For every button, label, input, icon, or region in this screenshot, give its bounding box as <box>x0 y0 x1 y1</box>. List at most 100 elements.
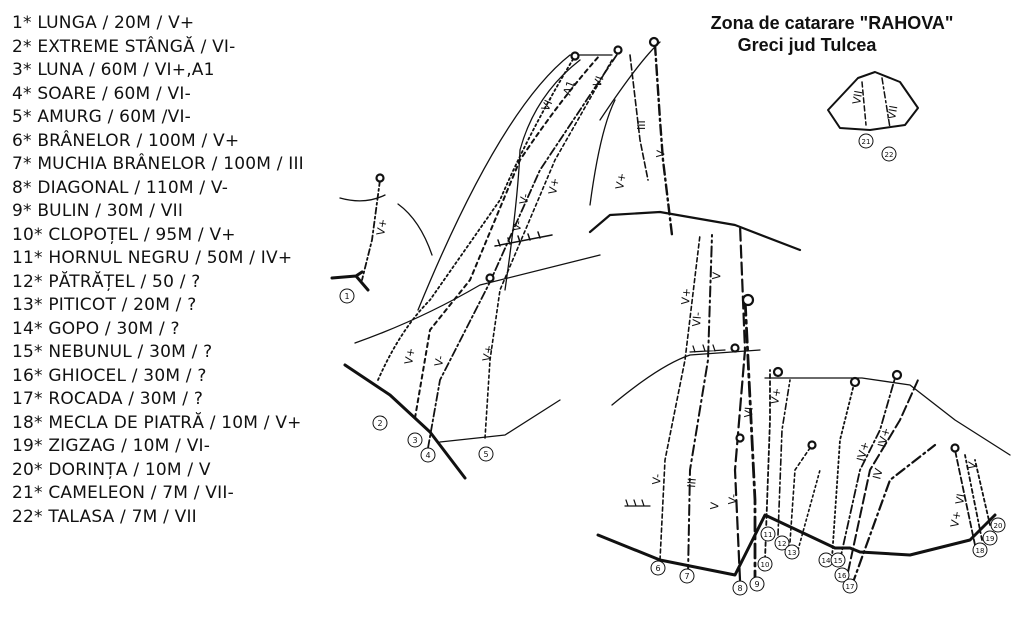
grade-label: V+ <box>948 510 964 529</box>
route-19-line <box>964 454 983 541</box>
anchor-ring <box>950 443 960 453</box>
route-10-line <box>764 369 771 561</box>
route-1-line <box>361 179 381 281</box>
ledge-hatch-2 <box>624 499 651 507</box>
marker-number: 7 <box>684 572 689 581</box>
marker-circle <box>760 526 776 542</box>
marker-circle <box>420 447 436 463</box>
grade-label: IV <box>870 467 885 481</box>
route-main-top-a <box>653 43 674 237</box>
route-marker-16: 16 <box>834 567 850 583</box>
route-list-item: 10* CLOPOȚEL / 95M / V+ <box>12 224 236 245</box>
grade-label: V- <box>432 355 447 368</box>
boulder-outline <box>827 71 919 131</box>
route-list-item: 4* SOARE / 60M / VI- <box>12 83 191 104</box>
grade-label: VI <box>591 74 607 89</box>
marker-number: 22 <box>885 151 894 159</box>
grade-label: V <box>654 149 668 158</box>
anchor-ring <box>648 36 660 48</box>
marker-number: 13 <box>788 549 797 557</box>
grade-label: V <box>965 460 979 470</box>
title-line-1: Zona de catarare "RAHOVA" <box>710 13 954 33</box>
route-marker-13: 13 <box>784 544 800 560</box>
route-7-line <box>687 234 713 576</box>
grade-label: V+ <box>613 172 629 191</box>
route-marker-8: 8 <box>732 580 748 596</box>
grade-label: V- <box>650 473 664 485</box>
route-12-line <box>789 444 813 543</box>
marker-number: 1 <box>344 292 349 301</box>
marker-circle <box>679 568 695 584</box>
route-marker-3: 3 <box>407 432 423 448</box>
route-4-line <box>427 49 621 449</box>
marker-number: 14 <box>822 557 831 565</box>
marker-number: 6 <box>655 564 660 573</box>
anchor-ring <box>741 293 755 307</box>
grade-label: IV+ <box>875 426 893 449</box>
route-marker-10: 10 <box>757 556 773 572</box>
marker-circle <box>858 133 874 149</box>
ground-line-main <box>343 363 467 480</box>
route-marker-15: 15 <box>830 552 846 568</box>
route-2-line <box>377 55 576 381</box>
rock-outline-small-left <box>339 194 433 256</box>
marker-circle <box>842 578 858 594</box>
route-14-line <box>831 379 856 559</box>
marker-circle <box>784 544 800 560</box>
ground-line-route-1 <box>330 270 370 292</box>
marker-number: 20 <box>994 522 1003 530</box>
grade-label: V- <box>510 220 525 233</box>
marker-number: 9 <box>754 580 759 589</box>
route-22-line <box>881 77 891 129</box>
route-list-item: 19* ZIGZAG / 10M / VI- <box>12 436 211 456</box>
marker-circle <box>372 415 388 431</box>
route-list-item: 16* GHIOCEL / 30M / ? <box>12 365 207 386</box>
grade-label: V <box>708 501 722 510</box>
route-list-item: 15* NEBUNUL / 30M / ? <box>12 342 213 362</box>
route-21-line <box>861 81 867 126</box>
route-list-item: 9* BULIN / 30M / VII <box>12 201 184 221</box>
route-list-item: 21* CAMELEON / 7M / VII- <box>12 483 234 503</box>
marker-number: 8 <box>737 584 742 593</box>
route-main-top-b <box>629 54 649 181</box>
marker-number: 16 <box>838 572 847 580</box>
route-marker-7: 7 <box>679 568 695 584</box>
marker-circle <box>774 535 790 551</box>
grade-label: VI- <box>690 311 704 327</box>
ledge-middle <box>588 210 802 252</box>
route-13-line <box>797 469 821 551</box>
marker-circle <box>749 576 765 592</box>
route-17-line <box>850 443 937 587</box>
route-list-item: 5* AMURG / 60M /VI- <box>12 107 191 127</box>
grade-label: V+ <box>374 218 390 237</box>
route-6-line <box>659 234 701 561</box>
marker-circle <box>834 567 850 583</box>
marker-circle <box>881 146 897 162</box>
marker-number: 15 <box>834 557 843 565</box>
route-list-item: 22* TALASA / 7M / VII <box>12 506 197 527</box>
grade-label: IV+ <box>854 440 872 463</box>
route-marker-6: 6 <box>650 560 666 576</box>
route-list-item: 14* GOPO / 30M / ? <box>12 318 180 339</box>
grade-label: III <box>635 120 648 130</box>
route-list-item: 18* MECLA DE PIATRĂ / 10M / V+ <box>12 412 302 433</box>
grade-label: V+ <box>402 347 418 366</box>
route-marker-22: 22 <box>881 146 897 162</box>
anchor-ring <box>735 433 745 443</box>
marker-circle <box>972 542 988 558</box>
marker-number: 10 <box>761 561 770 569</box>
anchor-ring <box>485 273 495 283</box>
route-marker-9: 9 <box>749 576 765 592</box>
route-marker-17: 17 <box>842 578 858 594</box>
marker-number: 12 <box>778 540 787 548</box>
grade-label: VI- <box>539 94 557 113</box>
marker-circle <box>339 288 355 304</box>
route-list-item: 1* LUNGA / 20M / V+ <box>12 13 195 33</box>
route-marker-18: 18 <box>972 542 988 558</box>
grade-label: VII <box>885 104 900 120</box>
anchor-ring <box>375 173 385 183</box>
route-list-item: 3* LUNA / 60M / VI+,A1 <box>12 60 215 80</box>
route-list-item: 17* ROCADA / 30M / ? <box>12 389 204 409</box>
route-marker-2: 2 <box>372 415 388 431</box>
